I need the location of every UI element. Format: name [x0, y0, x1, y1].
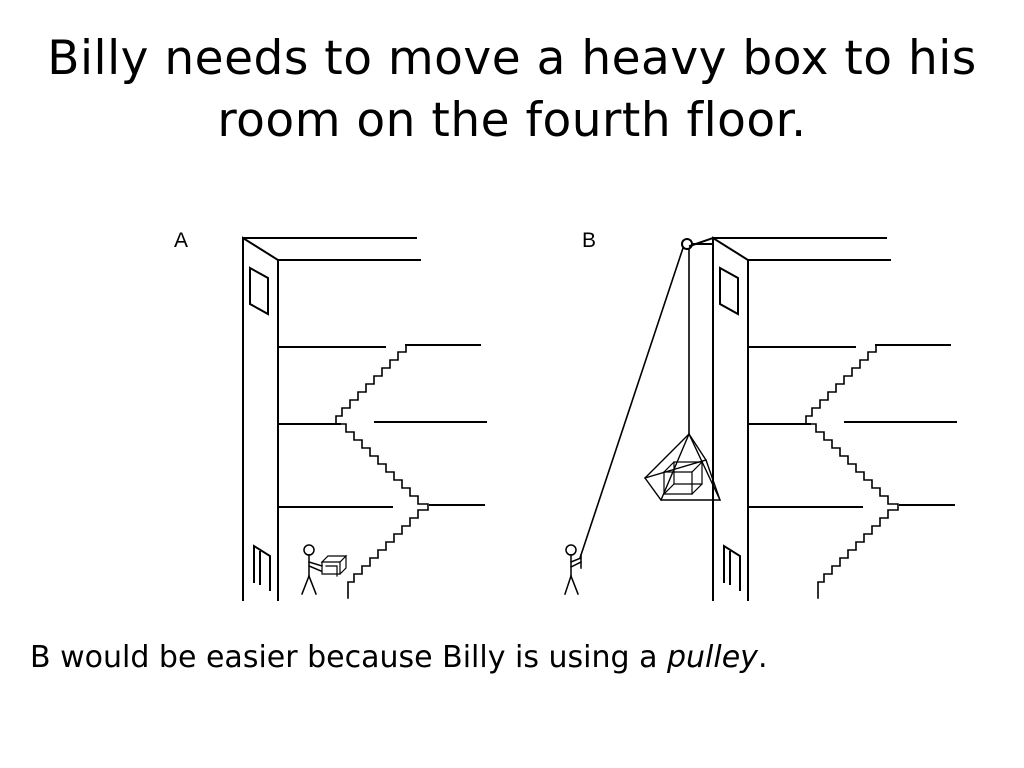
caption-emphasis: pulley — [667, 640, 758, 675]
slide-title-line-2: room on the fourth floor. — [217, 93, 807, 148]
caption-end: . — [757, 640, 768, 675]
hanging-sling — [643, 433, 721, 501]
slide-title: Billy needs to move a heavy box to his r… — [0, 28, 1024, 152]
panel-label-a: A — [174, 229, 189, 252]
window-b — [719, 266, 739, 316]
caption-text: B would be easier because Billy is using… — [30, 640, 667, 675]
slide-title-line-1: Billy needs to move a heavy box to his — [47, 31, 977, 86]
building-a — [242, 236, 487, 601]
window-a — [249, 266, 269, 316]
box-a — [320, 555, 348, 577]
panel-label-b: B — [582, 229, 597, 252]
pulley-system — [578, 238, 721, 560]
pulley-wheel — [681, 238, 693, 250]
box-b — [662, 461, 704, 495]
billy-figure-b — [564, 544, 583, 595]
pull-rope — [578, 246, 685, 560]
slide-caption: B would be easier because Billy is using… — [30, 640, 767, 675]
building-b — [688, 236, 957, 601]
billy-figure-a — [301, 544, 323, 595]
